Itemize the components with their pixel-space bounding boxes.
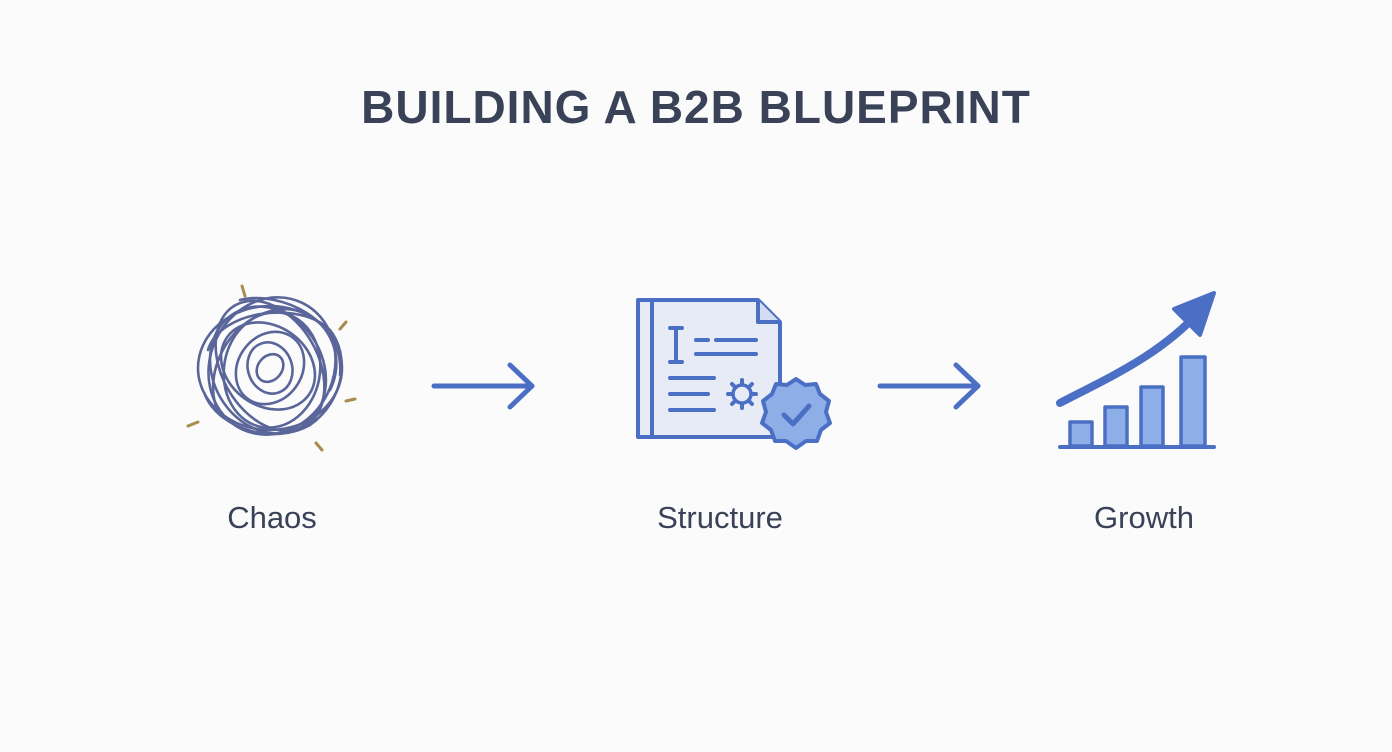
right-arrow-icon [877,362,981,410]
document-badge-icon [636,298,832,450]
stage-label-growth: Growth [1094,500,1194,535]
diagram-title: BUILDING A B2B BLUEPRINT [361,81,1031,133]
stage-label-chaos: Chaos [227,500,317,535]
right-arrow-icon [431,362,535,410]
scribble-tangle-icon [186,284,357,452]
stage-label-structure: Structure [657,500,783,535]
bar-chart-rising-arrow-icon [1056,291,1216,449]
